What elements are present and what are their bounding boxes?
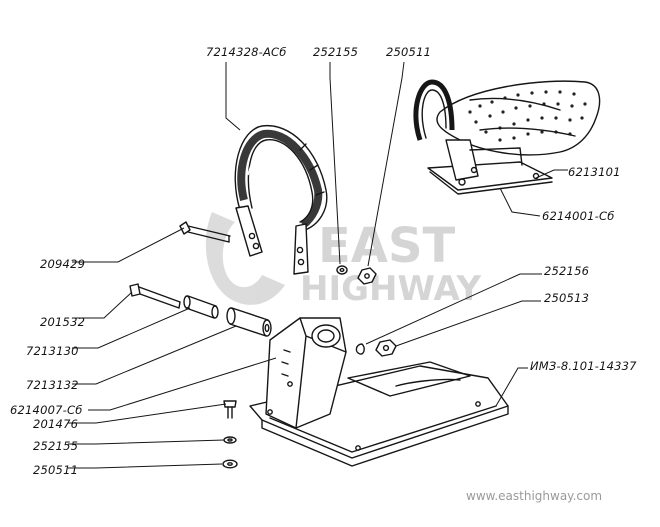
part-labels: 7214328-АСб 252155 250511 6213101 621400…	[10, 45, 637, 477]
washer-252155-bottom	[223, 436, 237, 444]
bolt-201532	[129, 283, 181, 309]
label-250511-top: 250511	[386, 45, 431, 59]
leader-lines	[68, 61, 568, 469]
washer-252156	[355, 343, 365, 355]
label-201532: 201532	[40, 315, 85, 329]
watermark-highway: HIGHWAY	[300, 269, 482, 309]
label-7213132: 7213132	[26, 378, 79, 392]
nut-250511-top	[357, 267, 377, 285]
washer-252155-top	[336, 265, 348, 275]
label-7213130: 7213130	[26, 344, 79, 358]
bolt-209429	[179, 221, 231, 243]
label-252156: 252156	[544, 264, 589, 278]
watermark-url: www.easthighway.com	[466, 489, 602, 503]
watermark-east: EAST	[318, 218, 456, 274]
label-6214001: 6214001-Сб	[542, 209, 615, 223]
watermark-logo: EAST HIGHWAY	[205, 212, 482, 309]
label-imz: ИМЗ-8.101-14337	[530, 359, 637, 373]
nut-250511-bottom	[222, 459, 238, 469]
grab-handle-7214328	[234, 124, 328, 275]
screw-201476	[223, 400, 237, 419]
label-252155-top: 252155	[313, 45, 358, 59]
label-201476: 201476	[33, 417, 78, 431]
sleeve-7213132	[226, 307, 272, 337]
label-252155-bottom: 252155	[33, 439, 78, 453]
sleeve-7213130	[183, 295, 219, 319]
seat-assembly-6213101	[413, 79, 601, 195]
label-6214007: 6214007-Сб	[10, 403, 83, 417]
label-6213101: 6213101	[568, 165, 621, 179]
label-7214328: 7214328-АСб	[206, 45, 287, 59]
nut-250513	[375, 339, 397, 357]
seat-base-6214007	[249, 317, 509, 467]
label-250513: 250513	[544, 291, 589, 305]
label-250511-bottom: 250511	[33, 463, 78, 477]
label-209429: 209429	[40, 257, 85, 271]
